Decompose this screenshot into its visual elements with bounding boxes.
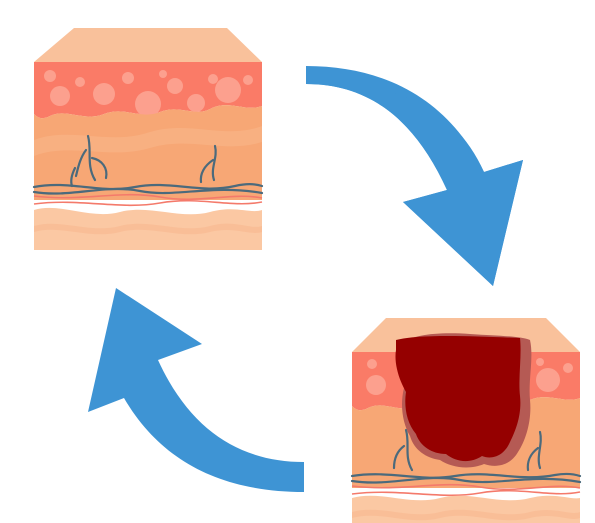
arrow-clockwise-icon <box>306 66 523 286</box>
deep-layer <box>352 496 580 523</box>
healthy-skin-block <box>34 28 262 250</box>
skin-surface <box>34 28 262 62</box>
wounded-skin-block <box>352 318 580 523</box>
arrow-counterclockwise-icon <box>88 288 304 492</box>
